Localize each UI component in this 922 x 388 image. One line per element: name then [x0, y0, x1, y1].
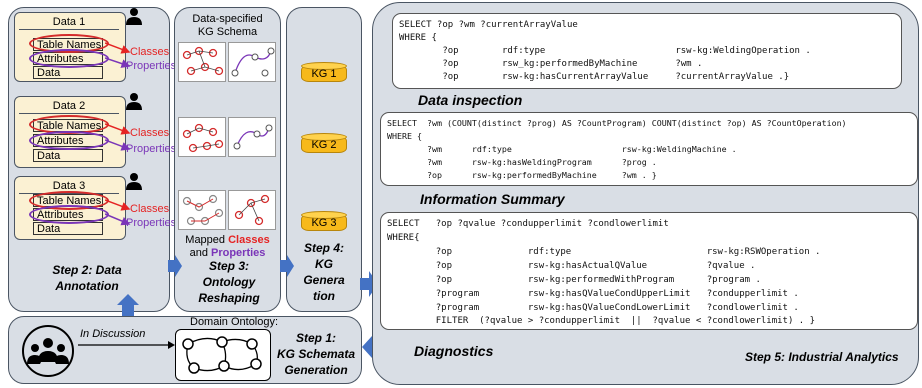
data-scroll: Data 2 Table Names Attributes Data: [14, 96, 126, 168]
flow-arrow-up: [117, 294, 139, 316]
query-diagnostics: SELECT ?op ?qvalue ?condupperlimit ?cond…: [380, 212, 918, 330]
properties-label: Properties: [126, 217, 177, 229]
property-highlight: [29, 205, 109, 224]
section-diagnostics: Diagnostics: [414, 343, 494, 359]
person-icon: [126, 173, 142, 190]
query-information-summary: SELECT ?wm (COUNT(distinct ?prog) AS ?Co…: [380, 112, 918, 186]
kg-schema-thumbnail: [228, 190, 276, 230]
kg-schema-thumbnail: [228, 117, 276, 157]
data-row: Data: [33, 149, 103, 162]
classes-label: Classes: [130, 203, 170, 215]
kg-database-icon: KG 3: [301, 211, 347, 233]
kg-database-icon: KG 1: [301, 62, 347, 84]
ontology-title: Domain Ontology:: [190, 316, 279, 328]
properties-label: Properties: [126, 143, 177, 155]
classes-label: Classes: [130, 127, 170, 139]
mapping-arrows: [105, 42, 131, 226]
query-data-inspection: SELECT ?op ?wm ?currentArrayValue WHERE …: [392, 13, 902, 89]
kg-database-icon: KG 2: [301, 133, 347, 155]
step5-label: Step 5: Industrial Analytics: [745, 350, 899, 364]
flow-arrow: [280, 255, 294, 277]
domain-ontology-graph: [175, 329, 271, 381]
discussion-group-icon: [22, 325, 74, 377]
classes-label: Classes: [130, 46, 170, 58]
discussion-arrow: [78, 341, 175, 349]
in-discussion-label: In Discussion: [80, 328, 146, 340]
data-scroll: Data 1 Table Names Attributes Data: [14, 12, 126, 82]
step4-panel: [286, 7, 362, 312]
mapped-caption: Mapped Classes and Properties: [185, 234, 270, 259]
section-information-summary: Information Summary: [420, 191, 565, 207]
kg-schema-thumbnail: [228, 42, 276, 82]
data-row: Data: [33, 66, 103, 79]
data-scroll: Data 3 Table Names Attributes Data: [14, 176, 126, 240]
scroll-title: Data 1: [19, 15, 119, 30]
kg-schema-thumbnail: [178, 190, 226, 230]
flow-arrow: [168, 255, 182, 277]
person-icon: [126, 8, 142, 25]
section-data-inspection: Data inspection: [418, 92, 523, 108]
person-icon: [126, 93, 142, 110]
properties-label: Properties: [126, 60, 177, 72]
kg-schema-thumbnail: [178, 117, 226, 157]
scroll-title: Data 2: [19, 99, 119, 114]
property-highlight: [29, 131, 109, 150]
kg-schema-thumbnail: [178, 42, 226, 82]
property-highlight: [29, 49, 109, 68]
